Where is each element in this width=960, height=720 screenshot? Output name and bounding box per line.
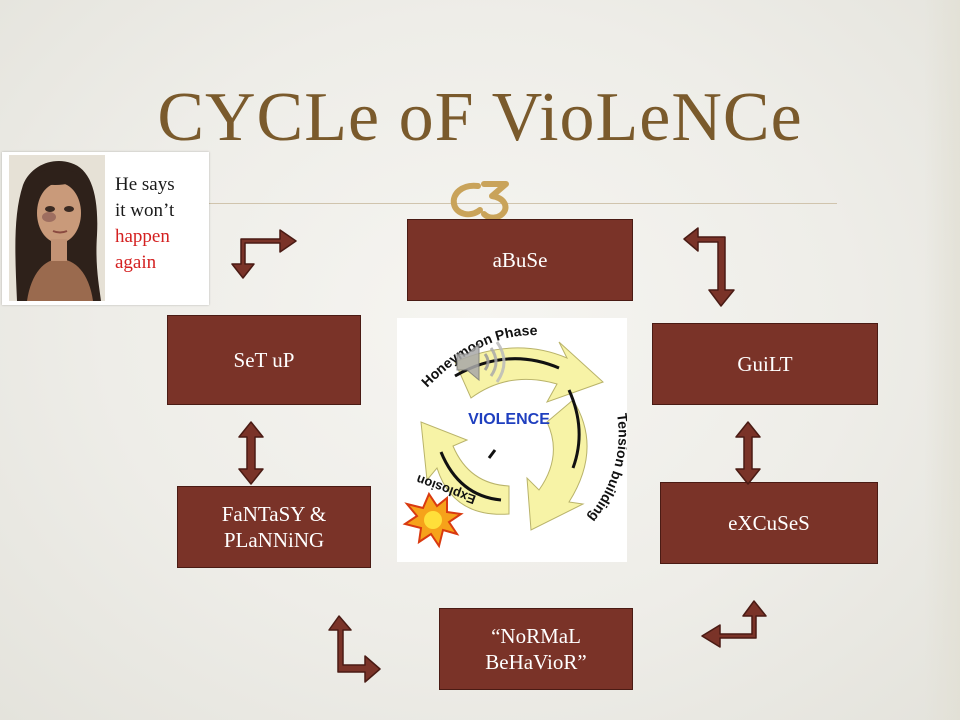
cycle-diagram-image: Honeymoon Phase Tension building Explosi… [397,318,627,562]
cycle-label-tension: Tension building [585,412,627,525]
box-fantasy-planning: FaNTaSY & PLaNNiNG [177,486,371,568]
arrow-guilt-excuses [733,420,763,486]
arrow-setup-fantasy [236,420,266,486]
photo-caption-line-3: happen [115,224,207,250]
photo-caption-line-4: again [115,250,207,276]
box-excuses: eXCuSeS [660,482,878,564]
photo-panel: He says it won’t happen again [2,152,209,305]
arrow-abuse-to-guilt [684,228,734,306]
cycle-center-label: VIOLENCE [468,411,550,428]
photo-caption-line-1: He says [115,172,207,198]
title-divider [205,203,837,204]
box-setup: SeT uP [167,315,361,405]
box-guilt: GuiLT [652,323,878,405]
photo-caption-line-2: it won’t [115,198,207,224]
bullet-glyph-icon [448,180,516,222]
arrow-normal-to-fantasy [324,614,384,688]
box-normal-behavior: “NoRMaL BeHaVioR” [439,608,633,690]
slide-title: CYCLe oF VioLeNCe [0,78,960,158]
svg-text:Tension building: Tension building [585,412,627,525]
arrow-excuses-to-normal [698,598,772,654]
box-abuse: aBuSe [407,219,633,301]
arrow-setup-to-abuse [224,225,300,283]
bruised-woman-photo [9,155,105,301]
